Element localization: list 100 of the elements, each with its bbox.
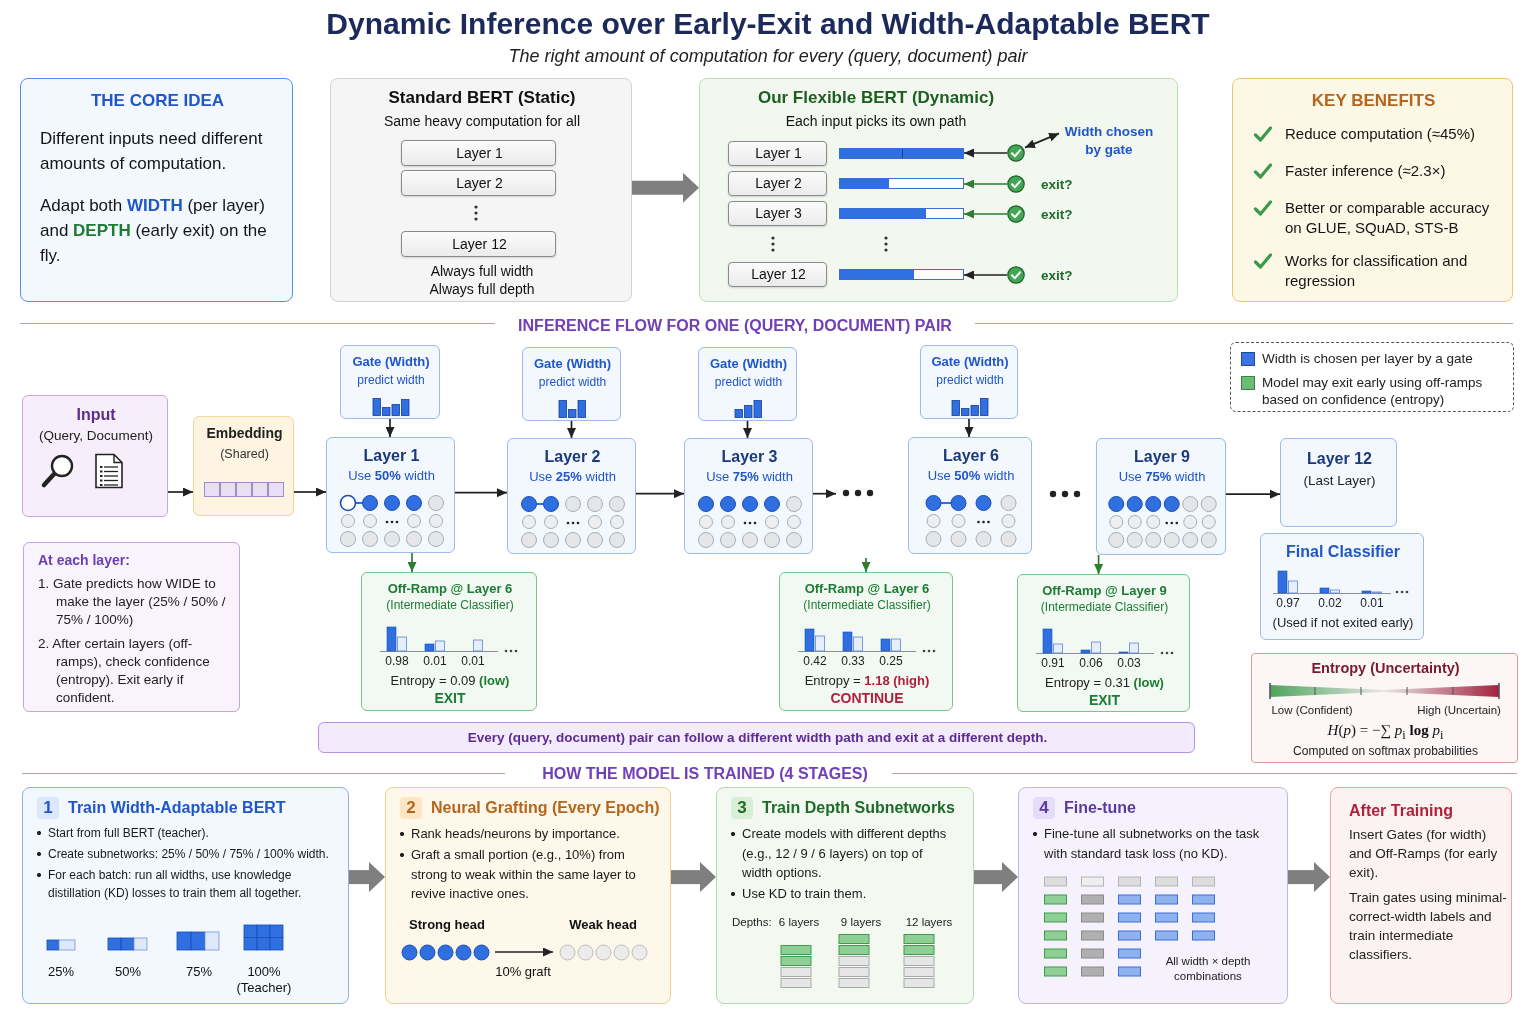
gate-box [698, 347, 797, 421]
arrow [1225, 489, 1281, 499]
node-title: Layer 2 [544, 447, 601, 466]
caption-text: Always full width [430, 262, 534, 280]
layer-label: Layer 2 [755, 175, 802, 192]
arrow [743, 420, 752, 439]
arrow [963, 270, 1008, 280]
node-subtitle: (Shared) [220, 446, 269, 462]
arrow [167, 487, 194, 497]
formula: H(p) = −∑ p$_{i}$ log p$_{i}$ [1327, 721, 1444, 744]
summary-banner [318, 722, 1195, 753]
panel-title: Fine-tune [1064, 798, 1136, 818]
node-subtitle: (Last Layer) [1303, 472, 1376, 489]
layer-box [908, 437, 1032, 554]
arrow [494, 947, 554, 957]
value-label: 0.91 [1041, 656, 1065, 671]
banner-text: Every (query, document) pair can follow a different width path and exit at a different depth. [467, 729, 1048, 746]
layer-box [401, 170, 556, 196]
caption-text: Always full depth [429, 280, 535, 298]
paragraph: Different inputs need different amounts of computation. [40, 128, 264, 175]
model-panel [330, 78, 632, 302]
stage-panel [716, 787, 974, 1004]
panel-title: Neural Grafting (Every Epoch) [431, 798, 660, 818]
entropy-text: Entropy = 0.31 (low) [1045, 675, 1164, 691]
width-bar [839, 269, 964, 280]
value-label: 0.98 [385, 654, 409, 669]
caption-text: Depths: [732, 915, 772, 930]
input-box [22, 395, 168, 517]
layer-box [728, 201, 827, 226]
model-panel [699, 78, 1178, 302]
note-text: Computed on softmax probabilities [1293, 744, 1478, 759]
value-label: 0.42 [803, 654, 827, 669]
notes-panel [23, 542, 240, 712]
block-arrow [974, 862, 1018, 893]
node-title: Input [76, 405, 116, 424]
check-icon [1007, 266, 1025, 284]
status-text: exit? [1041, 205, 1073, 223]
layer-label: Layer 2 [456, 174, 503, 192]
node-title: Gate (Width) [352, 354, 430, 370]
node-title: Gate (Width) [931, 354, 1009, 370]
layer-box [401, 231, 556, 257]
node-subtitle: Use 75% width [1118, 469, 1206, 485]
classifier-box [361, 572, 537, 711]
layer-label: Layer 3 [755, 205, 802, 222]
caption-text: 50% [115, 964, 141, 980]
benefit-text: Works for classification and regression [1285, 251, 1469, 291]
arrow [1094, 554, 1104, 575]
node-subtitle: (Intermediate Classifier) [386, 598, 514, 613]
gate-box [920, 345, 1018, 419]
node-title: Gate (Width) [709, 356, 788, 372]
node-title: Layer 12 [1307, 449, 1372, 468]
benefits-panel [1232, 78, 1513, 302]
panel-subtitle: Each input picks its own path [785, 112, 967, 130]
gate-box [340, 345, 440, 419]
embedding-box [193, 416, 294, 516]
verdict-text: EXIT [434, 690, 466, 707]
layer-label: Layer 1 [755, 145, 802, 162]
paragraph: Insert Gates (for width) and Off-Ramps (for early exit). [1349, 826, 1499, 882]
scale-label: High (Uncertain) [1417, 703, 1501, 717]
node-subtitle: Use 50% width [927, 468, 1015, 484]
classifier-box [779, 572, 953, 711]
panel-heading: KEY BENEFITS [1311, 91, 1436, 111]
node-subtitle: predict width [538, 375, 607, 390]
block-arrow [349, 862, 385, 893]
list-item: 2. After certain layers (off-ramps), check confidence (entropy). Exit early if confident. [38, 635, 211, 707]
status-text: exit? [1041, 175, 1073, 193]
layer-box [1280, 438, 1397, 527]
benefit-text: Faster inference (≈2.3×) [1285, 161, 1446, 181]
panel-title: After Training [1349, 801, 1453, 821]
section-heading: HOW THE MODEL IS TRAINED (4 STAGES) [542, 764, 868, 783]
layer-box [728, 171, 827, 196]
verdict-text: CONTINUE [830, 690, 904, 707]
check-icon [1007, 205, 1025, 223]
layer-box [728, 262, 827, 287]
layer-box [401, 140, 556, 166]
classifier-box [1017, 574, 1190, 712]
node-title: Final Classifier [1286, 542, 1400, 561]
entropy-panel [1251, 653, 1518, 763]
value-label: 0.25 [879, 654, 903, 669]
arrow [454, 488, 508, 498]
node-title: Off-Ramp @ Layer 6 [387, 581, 513, 597]
arrow [861, 557, 871, 573]
legend-text: Model may exit early using off-ramps based on confidence (entropy) [1262, 374, 1484, 408]
entropy-text: Entropy = 1.18 (high) [804, 673, 930, 689]
layer-label: Layer 12 [751, 266, 806, 283]
idea-panel [20, 78, 293, 302]
value-label: 0.01 [1360, 596, 1384, 611]
caption-text: 9 layers [840, 915, 882, 930]
node-subtitle: predict width [357, 373, 425, 388]
check-icon [1007, 175, 1025, 193]
caption-text: 100% (Teacher) [235, 964, 293, 996]
value-label: 0.01 [423, 654, 447, 669]
caption-text: 25% [48, 964, 74, 980]
caption-text: All width × depth combinations [1164, 954, 1252, 984]
caption-text: 12 layers [905, 915, 953, 930]
list-item: 1. Gate predicts how WIDE to make the layer (25% / 50% / 75% / 100%) [38, 575, 227, 629]
section-heading: INFERENCE FLOW FOR ONE (QUERY, DOCUMENT) PAIR [518, 316, 952, 335]
node-title: Gate (Width) [533, 356, 612, 372]
head-label: Strong head [409, 917, 485, 933]
value-label: 0.03 [1117, 656, 1141, 671]
